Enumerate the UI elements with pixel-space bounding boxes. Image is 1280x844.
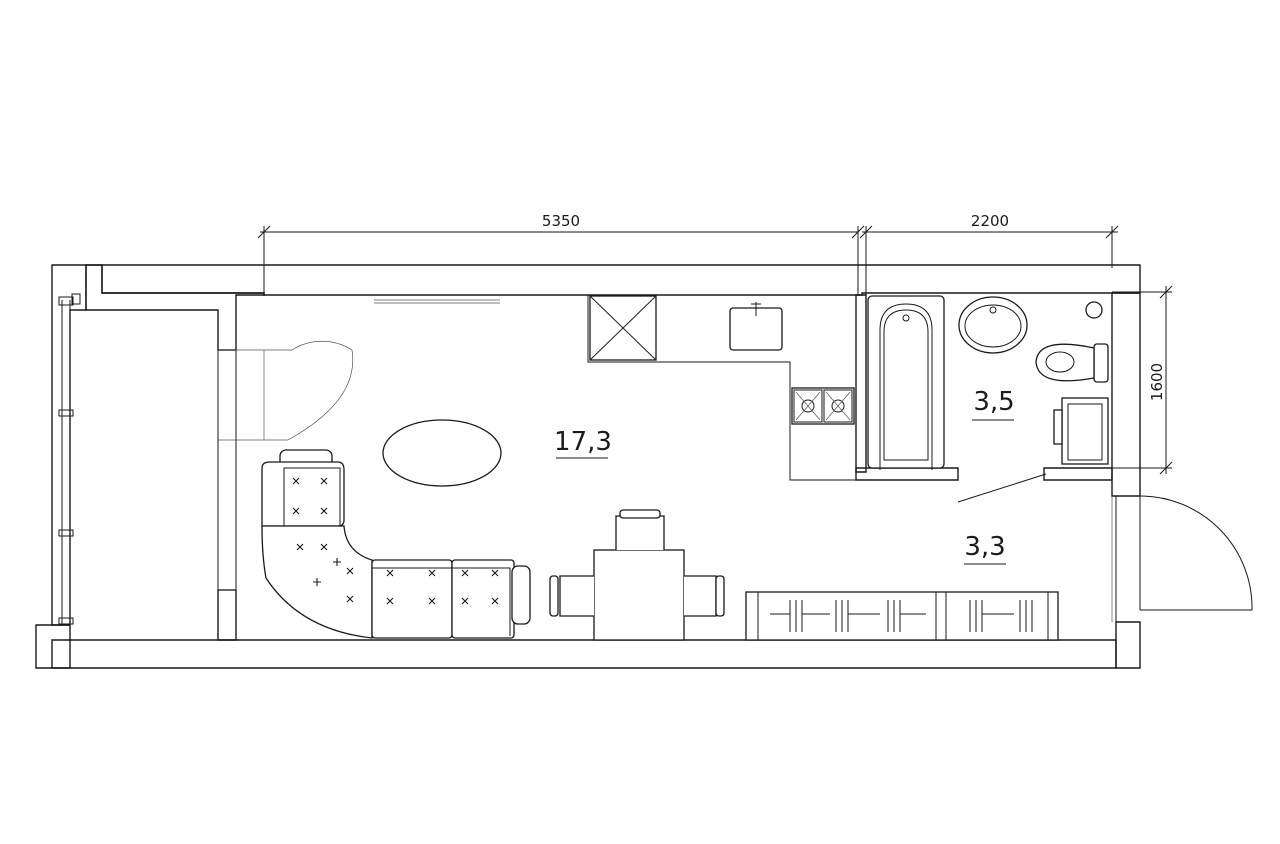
wall-bath-bottom [855,467,959,481]
bathtub-icon [867,295,945,470]
wall-top [86,264,1141,296]
bathroom [867,295,1109,470]
wall-bath-bottom-right [1043,467,1113,481]
dimension-bath-depth: 1600 [1148,363,1166,401]
washing-machine-icon [1053,397,1109,465]
balcony-door [217,341,354,591]
wall-right [1111,292,1141,497]
area-bathroom: 3,5 [973,387,1014,417]
balcony-sill [35,624,71,669]
balcony-parapet [51,264,87,626]
wardrobe-icon [745,591,1059,641]
washbasin-icon [958,296,1028,354]
floor-drain-icon [1085,301,1103,319]
kitchen-niche [587,295,856,481]
corner-sofa-icon [261,449,531,639]
dimension-total-width: 5350 [542,212,580,230]
wall-bottom [51,639,1117,669]
kitchen [374,295,855,425]
rug [382,419,502,487]
area-living-room: 17,3 [554,427,612,457]
toilet-icon [1035,343,1109,383]
area-hall: 3,3 [964,532,1005,562]
wall-bath-partition [855,294,867,473]
dining-table-icon [549,509,725,641]
fridge-icon [589,295,657,361]
entrance-door [1111,495,1253,622]
sofa-cushion-marks [292,477,499,605]
wall-left-upper [85,264,265,351]
wall-right-lower [1115,621,1141,669]
stove-icon [791,387,855,425]
dimension-lines [257,225,1173,475]
wall-left-lower [217,589,237,641]
bathroom-door-leaf [957,473,1047,503]
dimension-bath-width: 2200 [971,212,1009,230]
balcony-glazing [58,293,81,625]
kitchen-sink-icon [729,302,783,351]
living-room [261,419,725,641]
